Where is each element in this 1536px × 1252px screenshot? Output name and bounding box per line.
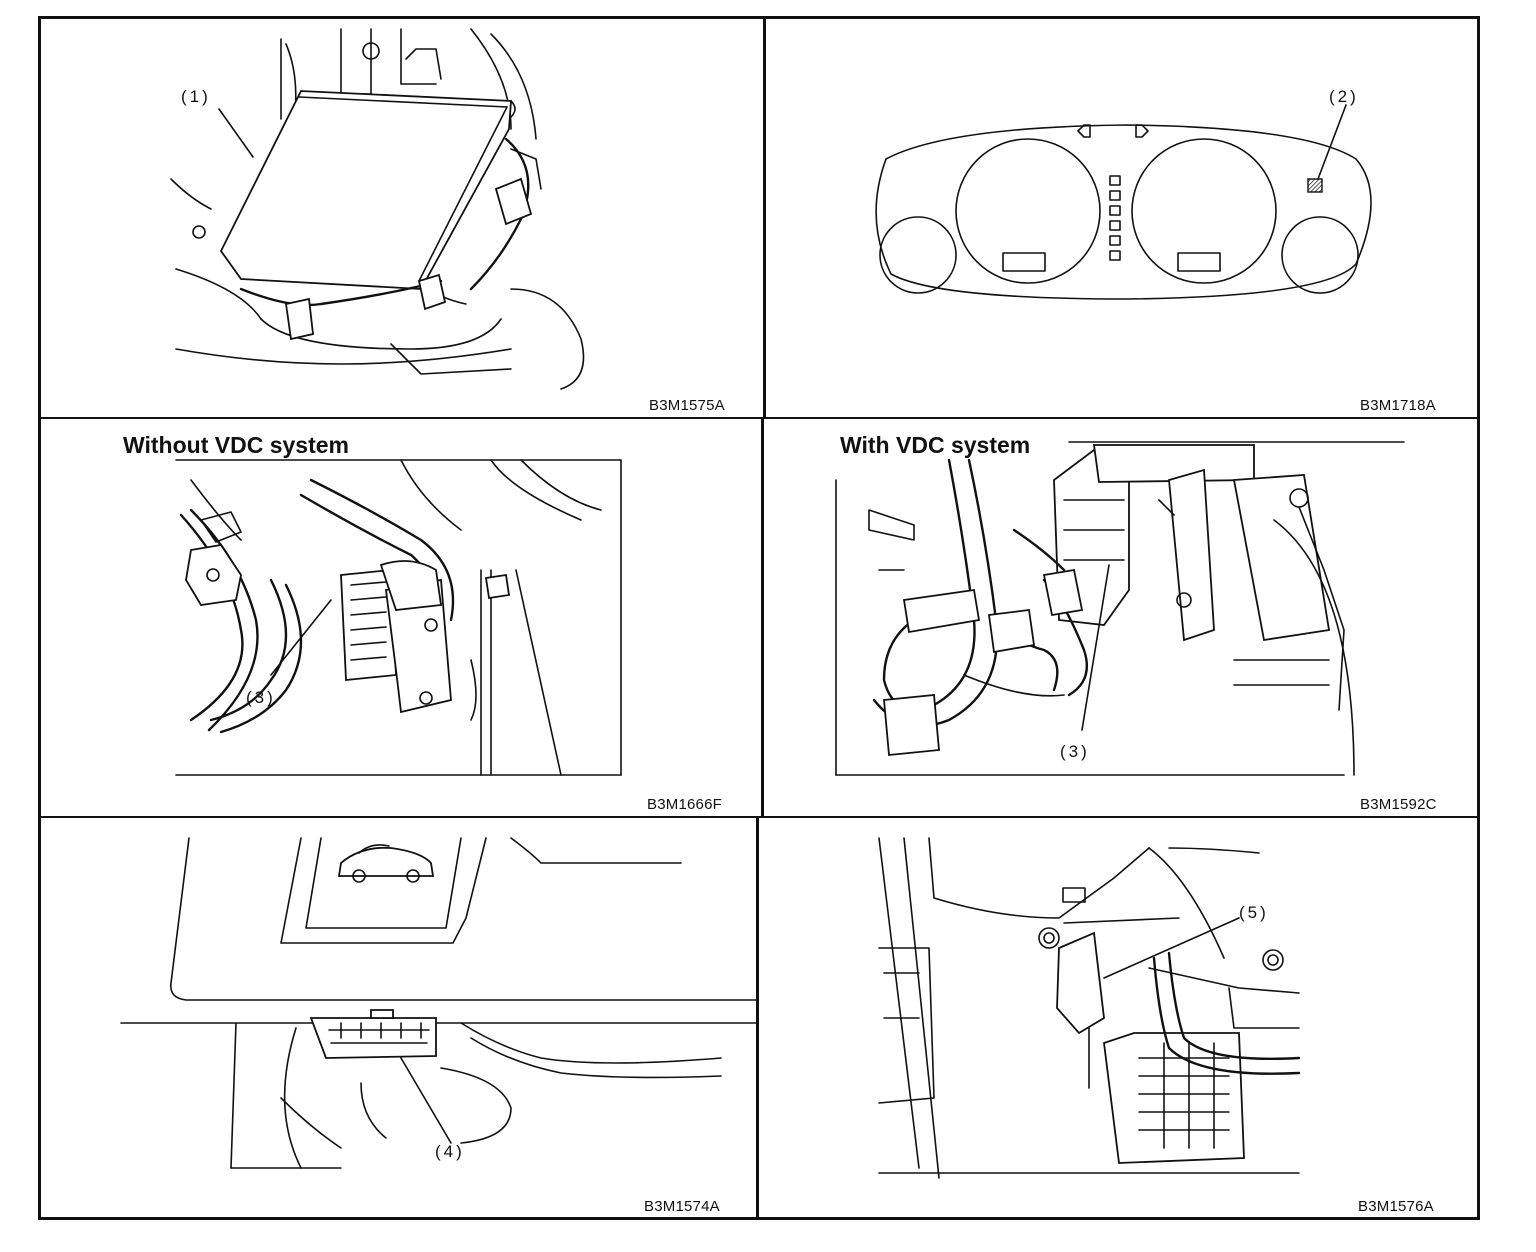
- panel-data-link-connector: (4) B3M1574A: [41, 818, 756, 1217]
- figure-code-connector-5: B3M1576A: [1358, 1198, 1434, 1215]
- panel-combination-meter: (2) B3M1718A: [766, 19, 1477, 417]
- combination-meter-illustration: [875, 104, 1372, 300]
- grid-divider-2: [38, 816, 1480, 818]
- heading-without-vdc: Without VDC system: [123, 432, 349, 458]
- figure-code-without-vdc: B3M1666F: [647, 796, 722, 813]
- panel-without-vdc: Without VDC system (3) B3M1666F: [41, 420, 761, 816]
- indicator-2-marker: [1307, 178, 1323, 193]
- grid-divider-col-1: [763, 16, 766, 417]
- ecm-illustration: [170, 28, 585, 390]
- callout-without-vdc: (3): [246, 688, 276, 707]
- connector-5-illustration: [878, 837, 1301, 1179]
- grid-divider-col-3: [756, 816, 759, 1220]
- figure-frame: [38, 16, 1480, 1220]
- grid-divider-1: [38, 417, 1480, 419]
- with-vdc-illustration: [835, 441, 1405, 776]
- figure-code-combination-meter: B3M1718A: [1360, 397, 1436, 414]
- data-link-connector-illustration: [120, 837, 756, 1169]
- panel-ecm: (1) B3M1575A: [41, 19, 763, 417]
- callout-data-link-connector: (4): [435, 1142, 465, 1161]
- without-vdc-illustration: [175, 459, 622, 776]
- panel-connector-5: (5) B3M1576A: [759, 818, 1477, 1217]
- callout-connector-5: (5): [1239, 903, 1269, 922]
- figure-code-with-vdc: B3M1592C: [1360, 796, 1437, 813]
- heading-with-vdc: With VDC system: [840, 432, 1031, 458]
- panel-with-vdc: With VDC system (3) B3M1592C: [764, 420, 1477, 816]
- callout-ecm: (1): [181, 87, 211, 106]
- figure-code-data-link-connector: B3M1574A: [644, 1198, 720, 1215]
- callout-with-vdc: (3): [1060, 742, 1090, 761]
- grid-divider-col-2: [761, 417, 764, 816]
- figure-code-ecm: B3M1575A: [649, 397, 725, 414]
- callout-combination-meter: (2): [1329, 87, 1359, 106]
